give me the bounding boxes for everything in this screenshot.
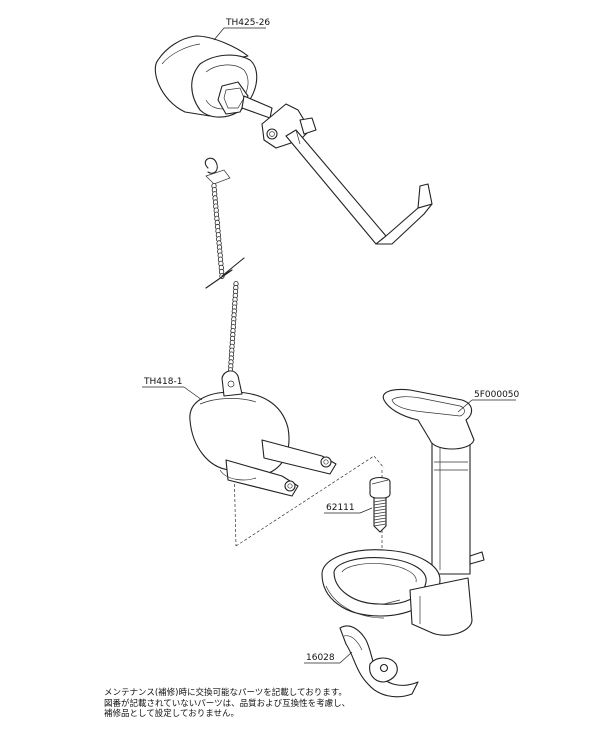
lever-handle-assembly[interactable]: TH425-26 (154, 18, 433, 245)
note-line-3: 補修品として設定しておりません。 (104, 709, 239, 719)
chain (204, 157, 245, 381)
screw-thread (373, 511, 387, 515)
screw[interactable]: 62111 (324, 476, 391, 533)
screw-thread (373, 508, 387, 512)
screw-thread (373, 517, 387, 521)
lever-handle-part-number: TH425-26 (225, 18, 270, 28)
note-line-1: メンテナンス(補修)時に交換可能なパーツを記載しております。 (104, 688, 347, 698)
screw-thread (373, 520, 387, 524)
screw-thread (373, 499, 387, 503)
flapper-part-number: TH418-1 (143, 377, 182, 387)
screw-thread (373, 523, 387, 527)
clip-part-number: 16028 (306, 653, 335, 663)
note-line-2: 図番が記載されていないパーツは、品質および互換性を考慮し、 (104, 698, 351, 709)
screw-part-number: 62111 (326, 503, 355, 513)
maintenance-note: メンテナンス(補修)時に交換可能なパーツを記載しております。 図番が記載されてい… (104, 688, 484, 720)
overflow-valve-part-number: 5F000050 (474, 390, 520, 400)
clip[interactable]: 16028 (304, 625, 419, 698)
screw-thread (373, 505, 387, 509)
flapper-assembly[interactable]: TH418-1 (142, 370, 337, 547)
screw-thread (373, 502, 387, 506)
screw-thread (373, 514, 387, 518)
overflow-valve-assembly[interactable]: 5F000050 (321, 388, 520, 636)
